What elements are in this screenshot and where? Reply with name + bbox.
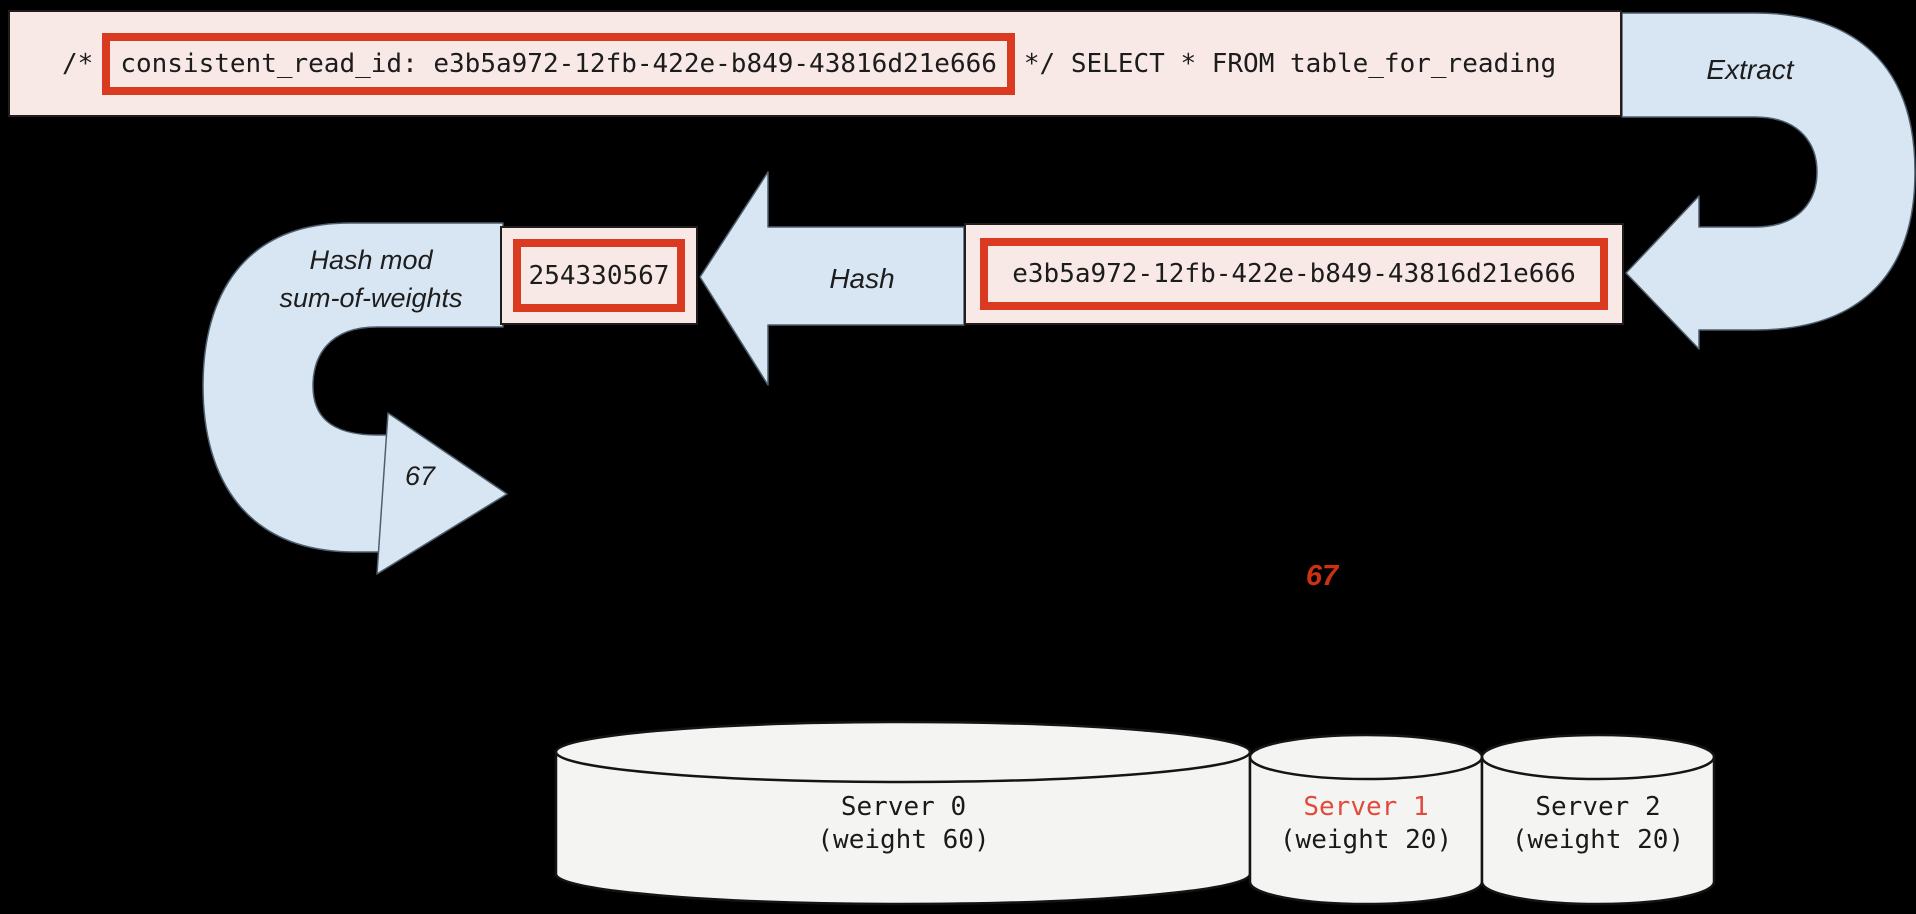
hash-value-box: 254330567 bbox=[500, 226, 698, 325]
hash-mod-label-line2: sum-of-weights bbox=[279, 283, 463, 313]
hash-mod-label-line1: Hash mod bbox=[309, 245, 433, 275]
mod-cturn-arrowhead bbox=[376, 412, 508, 575]
mod-result-label: 67 bbox=[404, 461, 436, 491]
server-2-name: Server 2 bbox=[1535, 792, 1661, 822]
hash-value-highlight: 254330567 bbox=[513, 239, 685, 312]
server-0-weight: (weight 60) bbox=[817, 825, 990, 855]
consistent-read-id-highlight: consistent_read_id: e3b5a972-12fb-422e-b… bbox=[102, 32, 1015, 95]
server-2-weight: (weight 20) bbox=[1511, 825, 1685, 855]
server-1-label: Server 1 (weight 20) bbox=[1250, 791, 1482, 857]
server-1-weight: (weight 20) bbox=[1279, 825, 1453, 855]
hash-label: Hash bbox=[829, 263, 895, 294]
extract-uturn-arrow bbox=[1621, 12, 1916, 350]
server-2-cylinder-lid bbox=[1480, 756, 1716, 781]
sql-query-text: */ SELECT * FROM table_for_reading bbox=[1023, 48, 1557, 79]
read-id-highlight: e3b5a972-12fb-422e-b849-43816d21e666 bbox=[980, 238, 1608, 310]
routed-result-label: 67 bbox=[1305, 560, 1339, 592]
server-0-cylinder-lid bbox=[554, 751, 1252, 784]
sql-comment-open: /* bbox=[62, 48, 94, 79]
server-0-name: Server 0 bbox=[840, 792, 967, 822]
extract-label: Extract bbox=[1706, 54, 1794, 85]
server-1-name: Server 1 bbox=[1303, 792, 1429, 822]
server-0-label: Server 0 (weight 60) bbox=[557, 791, 1250, 857]
server-1-cylinder-lid bbox=[1248, 756, 1484, 781]
read-id-box: e3b5a972-12fb-422e-b849-43816d21e666 bbox=[964, 223, 1624, 325]
server-2-label: Server 2 (weight 20) bbox=[1482, 791, 1714, 857]
hash-mod-label: Hash mod sum-of-weights bbox=[251, 241, 491, 317]
mod-cturn-arrow bbox=[202, 222, 504, 553]
sql-query-bar: /* consistent_read_id: e3b5a972-12fb-422… bbox=[8, 10, 1622, 117]
